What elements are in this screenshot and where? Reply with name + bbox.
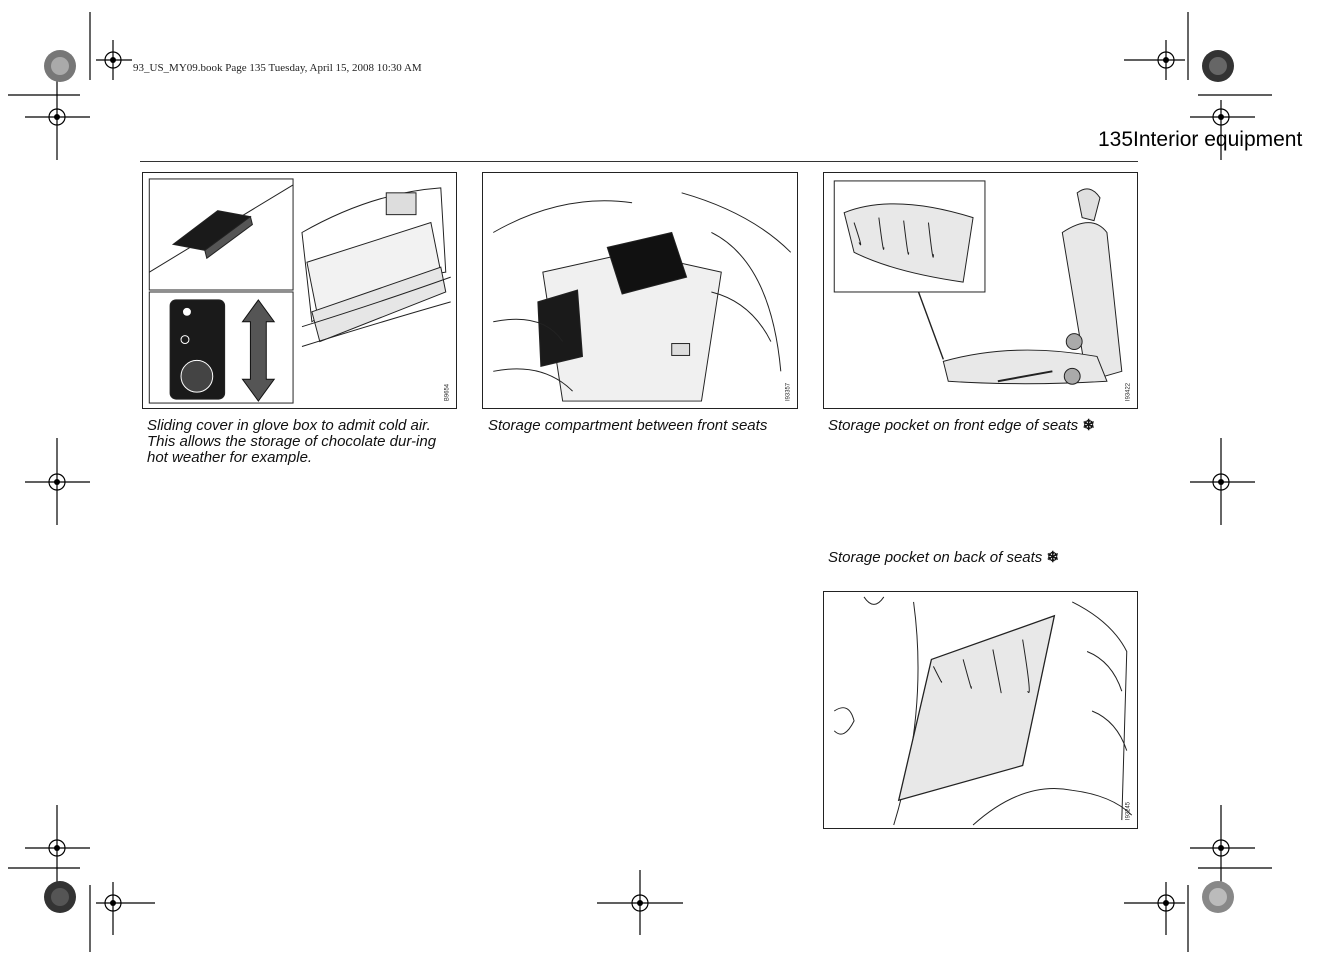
console-illustration: I93357 [493, 192, 792, 402]
seat-front-illustration: I93422 [833, 180, 1132, 401]
caption-seat-front: Storage pocket on front edge of seats ❄ [828, 418, 1158, 434]
header-rule [140, 161, 1138, 162]
figure-seat-back: I93245 [823, 591, 1138, 829]
figure-glovebox: B9654 [142, 172, 457, 409]
caption-line: Storage pocket on front edge of seats ❄ [828, 418, 1158, 434]
figure-code: I93245 [1126, 801, 1132, 820]
print-line: 93_US_MY09.book Page 135 Tuesday, April … [133, 62, 422, 74]
caption-console: Storage compartment between front seats [488, 418, 808, 434]
page-number: 135 [1098, 128, 1134, 151]
option-symbol-icon: ❄ [1046, 549, 1060, 566]
figure-console: I93357 [482, 172, 798, 409]
caption-glovebox: Sliding cover in glove box to admit cold… [147, 418, 447, 466]
figure-code: B9654 [445, 383, 451, 401]
caption-seat-back: Storage pocket on back of seats ❄ [828, 550, 1158, 566]
caption-line: This allows the storage of chocolate dur… [147, 433, 437, 466]
caption-text: Storage pocket on front edge of seats [828, 417, 1079, 434]
option-symbol-icon: ❄ [1082, 417, 1095, 434]
page-header: 135Interior equipment [1098, 128, 1302, 152]
figure-code: I93422 [1126, 383, 1132, 401]
figure-seat-front: I93422 [823, 172, 1138, 409]
figure-code: I93357 [786, 383, 792, 401]
glovebox-illustration: B9654 [148, 178, 451, 404]
seat-back-illustration: I93245 [833, 596, 1133, 826]
caption-line: Storage compartment between front seats [488, 417, 768, 434]
caption-text: Storage pocket on back of seats [828, 549, 1043, 566]
caption-line: Storage pocket on back of seats ❄ [828, 550, 1158, 566]
caption-line: Sliding cover in glove box to admit cold… [147, 417, 431, 434]
section-title: Interior equipment [1133, 128, 1303, 151]
